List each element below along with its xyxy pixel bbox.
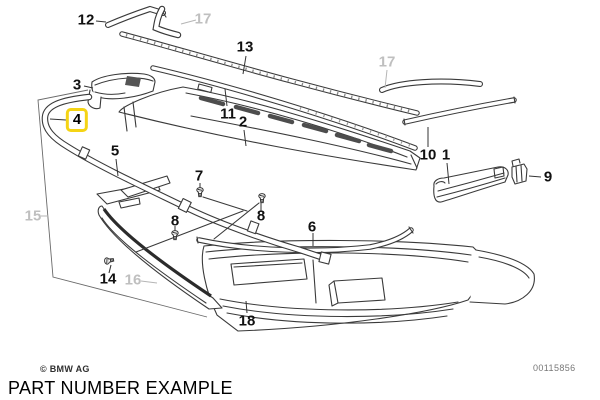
page-caption: PART NUMBER EXAMPLE — [8, 378, 233, 398]
leader-line-17 — [180, 19, 197, 25]
leader-line-18 — [245, 300, 248, 314]
screw-8-right-icon — [258, 193, 266, 204]
part-label-4-highlighted[interactable]: 4 — [65, 108, 89, 132]
part-17-corner-strip-left — [152, 5, 182, 39]
part-2-spoiler-panel — [118, 83, 421, 171]
part-label-7[interactable]: 7 — [194, 167, 204, 185]
diagram-number: 00115856 — [533, 363, 576, 373]
leader-line-12 — [95, 20, 107, 23]
part-label-17[interactable]: 17 — [194, 10, 212, 28]
part-18-bumper — [201, 239, 535, 332]
leader-line-2 — [243, 129, 247, 147]
part-3-cap — [87, 72, 156, 110]
part-label-8[interactable]: 8 — [170, 212, 180, 230]
leader-line-9 — [528, 175, 542, 178]
part-label-8[interactable]: 8 — [256, 207, 266, 225]
fasteners — [103, 187, 266, 266]
part-4-5-moulding — [41, 93, 332, 265]
part-label-14[interactable]: 14 — [99, 270, 117, 288]
part-label-18[interactable]: 18 — [238, 312, 256, 330]
leader-line-3 — [83, 85, 94, 89]
part-label-1[interactable]: 1 — [441, 146, 451, 164]
part-10-strip — [402, 96, 517, 126]
part-6-rubber-strip — [196, 226, 414, 254]
part-label-12[interactable]: 12 — [77, 11, 95, 29]
part-1-end-cap — [433, 166, 509, 203]
part-label-15[interactable]: 15 — [24, 207, 42, 225]
part-11-strip — [150, 65, 418, 151]
leader-line-16 — [140, 280, 158, 284]
leader-line-17 — [384, 69, 388, 89]
screw-7-icon — [196, 187, 204, 198]
screw-14-icon — [103, 256, 115, 266]
part-label-5[interactable]: 5 — [110, 142, 120, 160]
part-label-10[interactable]: 10 — [419, 146, 437, 164]
leader-lines — [41, 19, 542, 314]
assembly-outline — [37, 89, 208, 318]
part-9-clip — [511, 158, 528, 185]
part-label-17[interactable]: 17 — [378, 53, 396, 71]
part-label-2[interactable]: 2 — [238, 113, 248, 131]
part-16-front-lip — [96, 175, 223, 310]
part-label-3[interactable]: 3 — [72, 76, 82, 94]
leader-line-1 — [446, 162, 450, 185]
part-label-9[interactable]: 9 — [543, 168, 553, 186]
part-label-16[interactable]: 16 — [124, 271, 142, 289]
leader-line-13 — [242, 55, 247, 75]
part-label-11[interactable]: 11 — [220, 105, 236, 123]
part-label-6[interactable]: 6 — [307, 218, 317, 236]
leader-line-11 — [224, 88, 228, 107]
copyright-text: © BMW AG — [40, 364, 90, 374]
leader-line-14 — [108, 264, 112, 274]
leader-line-4 — [49, 118, 67, 121]
part-label-13[interactable]: 13 — [236, 38, 254, 56]
leader-line-5 — [115, 158, 119, 177]
part-17-strip-right — [379, 78, 483, 93]
